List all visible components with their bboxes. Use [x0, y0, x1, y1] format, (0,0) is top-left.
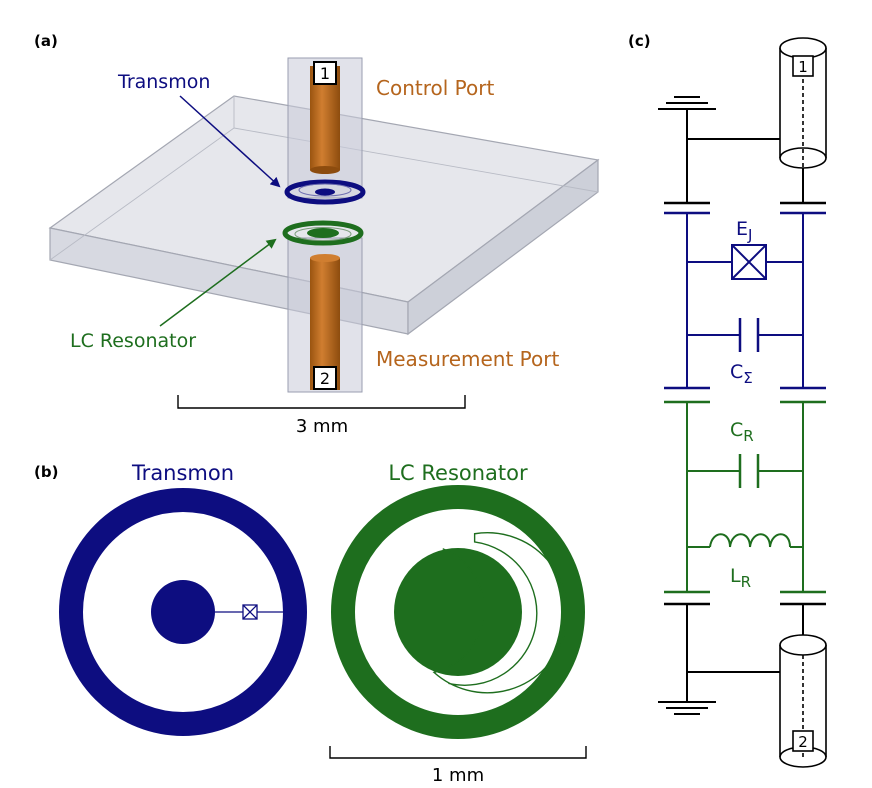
scale-label-1mm: 1 mm [432, 765, 484, 786]
panel-a-label: (a) [34, 32, 58, 50]
coax-port1-icon [779, 37, 827, 169]
resonator-top-view [331, 485, 585, 739]
port2-box: 2 [313, 366, 337, 390]
resonator-circuit [664, 400, 826, 594]
resonator-title: LC Resonator [388, 461, 528, 485]
transmon-3d [284, 179, 366, 205]
resonator-spiral-inductor [432, 532, 568, 694]
scale-bar-1mm: 1 mm [329, 746, 587, 786]
port1-box: 1 [313, 61, 337, 85]
coax-port2-number: 2 [798, 733, 808, 751]
josephson-junction-icon [242, 604, 258, 620]
scale-bar-3mm: 3 mm [177, 395, 466, 437]
panel-b: (b) Transmon LC Resonator 1 mm [34, 461, 587, 786]
panel-c-label: (c) [628, 32, 651, 50]
bottom-black-wires [686, 604, 804, 702]
inductor-coil-icon [709, 533, 791, 548]
port1-number: 1 [320, 64, 330, 83]
transmon-arrow [179, 95, 281, 188]
lc-resonator-3d [282, 220, 364, 246]
measurement-port-label: Measurement Port [376, 347, 559, 371]
panel-c: (c) 1 EJ CΣ [628, 32, 827, 768]
control-port-label: Control Port [376, 76, 494, 100]
top-black-wires [686, 109, 804, 203]
csigma-label: CΣ [730, 361, 753, 387]
ej-label: EJ [736, 218, 752, 244]
josephson-junction-schematic-icon [731, 244, 767, 280]
lc-resonator-arrow [159, 238, 277, 327]
transmon-label: Transmon [117, 71, 210, 93]
panel-b-label: (b) [34, 463, 58, 481]
transmon-island [151, 580, 215, 644]
resonator-capacitor-pad [394, 548, 522, 676]
top-ground-icon [658, 96, 716, 110]
port2-number: 2 [320, 369, 330, 388]
coax-port1-number: 1 [798, 58, 808, 76]
bottom-ground-icon [658, 701, 716, 715]
transmon-circuit [664, 211, 826, 390]
transmon-top-view [59, 488, 307, 736]
scale-label-3mm: 3 mm [296, 416, 348, 437]
lc-resonator-label: LC Resonator [70, 330, 196, 352]
panel-a: (a) 1 2 [34, 32, 600, 437]
lr-label: LR [730, 565, 751, 591]
coax-port2-icon [779, 634, 827, 768]
cr-label: CR [730, 419, 754, 445]
control-port-coax [287, 57, 363, 199]
transmon-title: Transmon [131, 461, 234, 485]
